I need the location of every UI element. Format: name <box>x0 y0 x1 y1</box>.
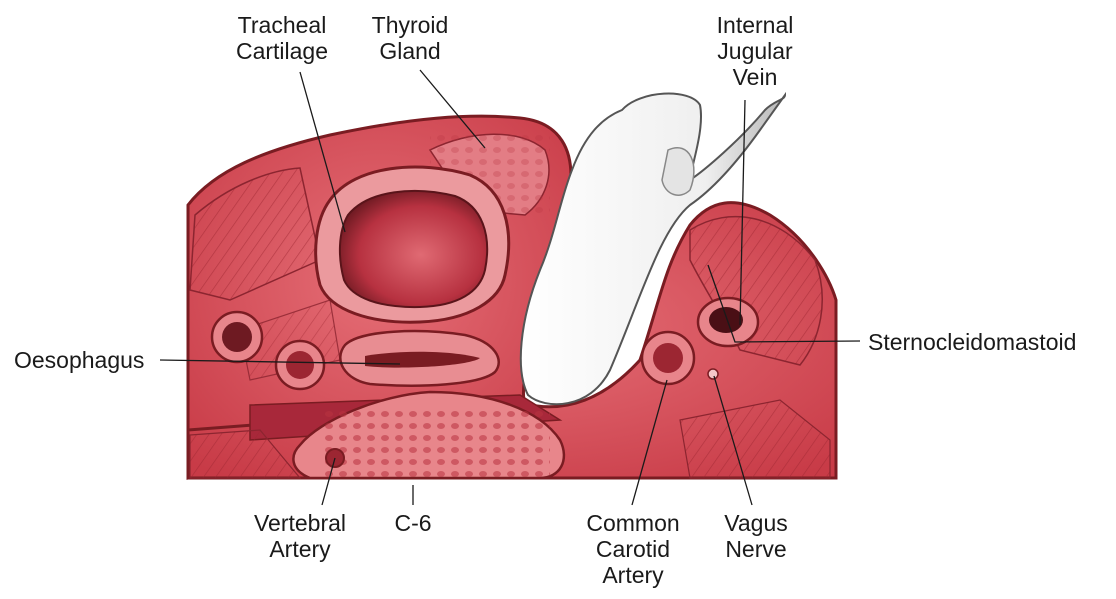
label-c6: C-6 <box>383 510 443 536</box>
label-thyroid-gland: Thyroid Gland <box>360 12 460 64</box>
label-vertebral-artery: Vertebral Artery <box>240 510 360 562</box>
label-tracheal-cartilage: Tracheal Cartilage <box>222 12 342 64</box>
left-carotid-lumen <box>286 351 314 379</box>
label-internal-jugular-vein: Internal Jugular Vein <box>700 12 810 90</box>
label-sternocleidomastoid: Sternocleidomastoid <box>868 329 1076 355</box>
tracheal-lumen <box>340 191 487 307</box>
label-vagus-nerve: Vagus Nerve <box>708 510 804 562</box>
carotid-lumen <box>653 343 683 373</box>
vagus-nerve-shape <box>708 369 718 379</box>
label-oesophagus: Oesophagus <box>14 347 144 373</box>
vertebra-texture <box>320 405 550 478</box>
label-common-carotid-artery: Common Carotid Artery <box>575 510 691 588</box>
jugular-lumen <box>709 307 743 333</box>
left-jugular-lumen <box>222 322 252 352</box>
finger-nail <box>662 148 694 195</box>
